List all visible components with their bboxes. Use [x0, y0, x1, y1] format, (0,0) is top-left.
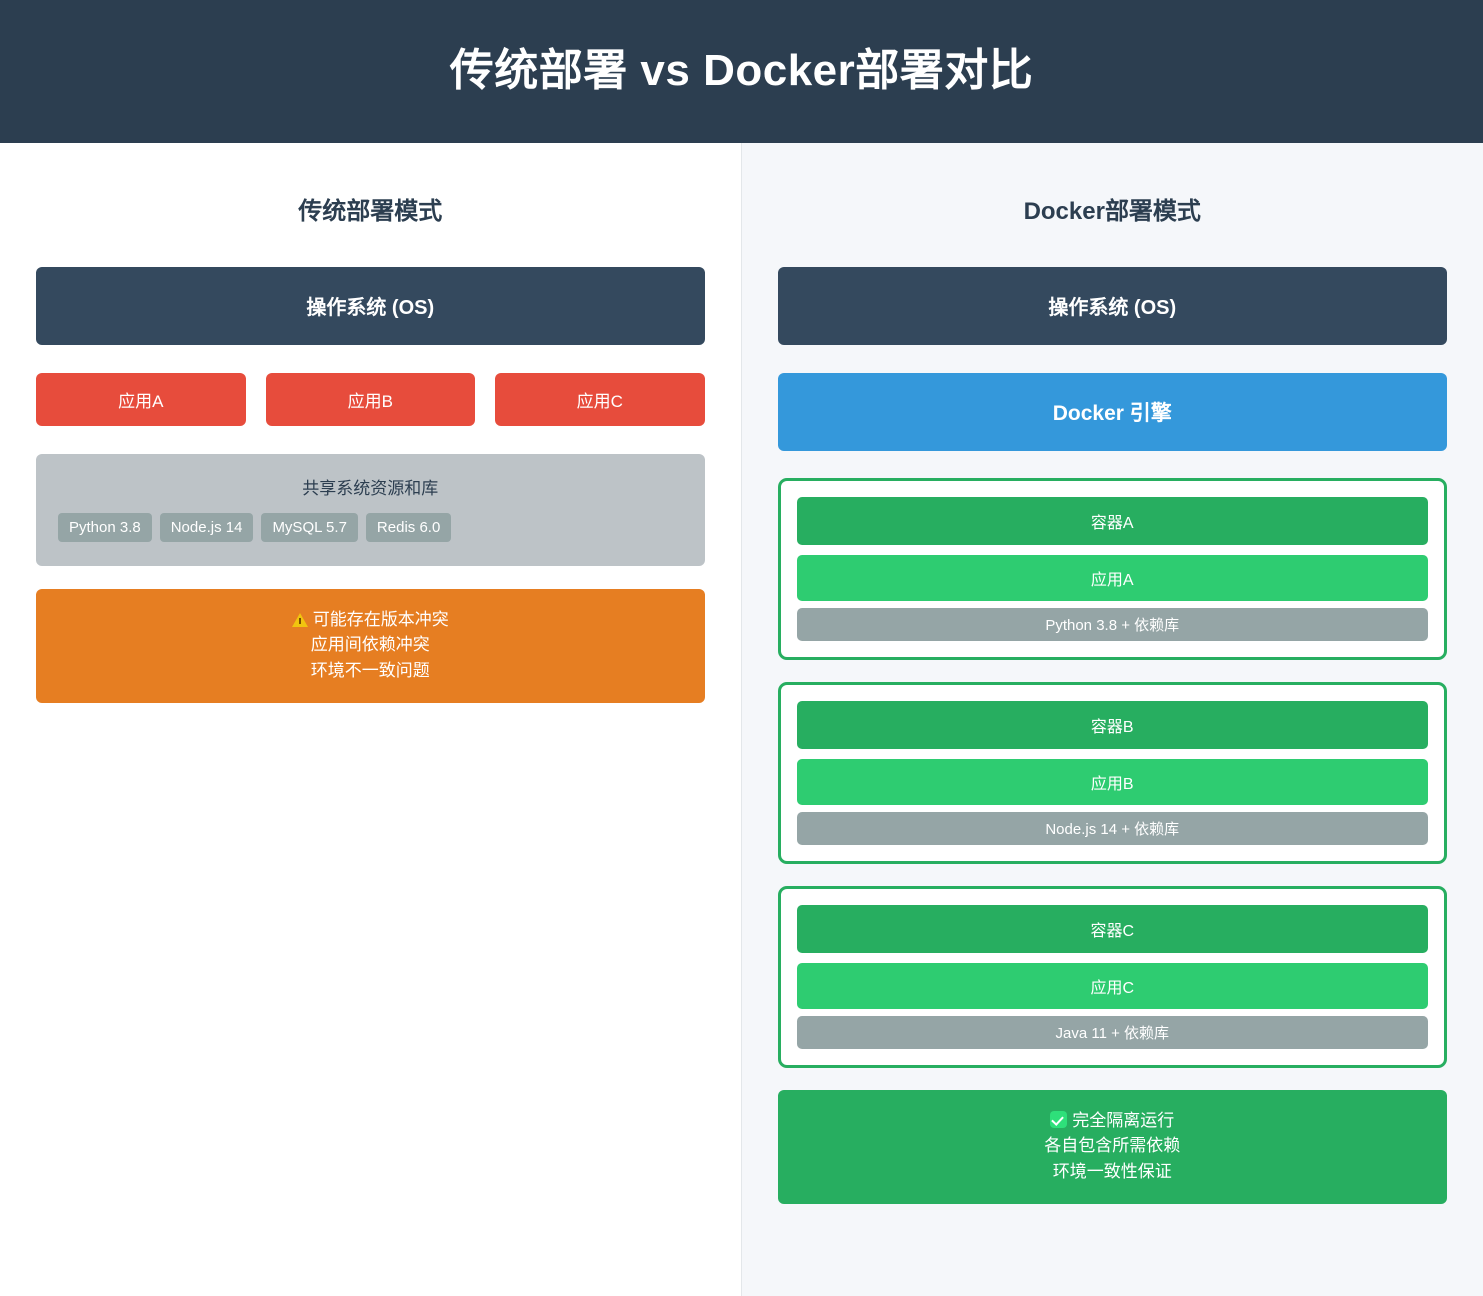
page-header: 传统部署 vs Docker部署对比 — [0, 0, 1483, 143]
benefit-line-1-row: 完全隔离运行 — [798, 1108, 1428, 1134]
warning-line-1-row: 可能存在版本冲突 — [56, 607, 685, 633]
warning-line-2: 应用间依赖冲突 — [310, 635, 430, 655]
warning-triangle-icon — [291, 612, 308, 627]
container-card-a: 容器A 应用A Python 3.8 + 依赖库 — [777, 477, 1447, 660]
warning-line-1: 可能存在版本冲突 — [312, 609, 449, 629]
check-badge-icon — [1050, 1110, 1068, 1128]
traditional-app-a: 应用A — [36, 372, 246, 426]
container-a-name: 容器A — [796, 496, 1428, 545]
container-a-deps: Python 3.8 + 依赖库 — [796, 607, 1428, 641]
benefit-line-2: 各自包含所需依赖 — [1044, 1136, 1181, 1156]
docker-os-box: 操作系统 (OS) — [777, 266, 1447, 345]
shared-resources-tag-row: Python 3.8 Node.js 14 MySQL 5.7 Redis 6.… — [58, 512, 683, 542]
traditional-os-box: 操作系统 (OS) — [36, 266, 705, 345]
comparison-columns: 传统部署模式 操作系统 (OS) 应用A 应用B 应用C 共享系统资源和库 Py… — [0, 143, 1483, 1296]
docker-panel-title: Docker部署模式 — [1023, 198, 1201, 225]
traditional-panel-title: 传统部署模式 — [298, 198, 443, 225]
page-title: 传统部署 vs Docker部署对比 — [449, 46, 1034, 96]
shared-resources-title: 共享系统资源和库 — [302, 478, 439, 498]
container-b-deps: Node.js 14 + 依赖库 — [796, 811, 1428, 845]
container-card-c: 容器C 应用C Java 11 + 依赖库 — [777, 885, 1447, 1068]
container-c-deps: Java 11 + 依赖库 — [796, 1015, 1428, 1049]
shared-tag-python: Python 3.8 — [58, 512, 152, 542]
shared-tag-nodejs: Node.js 14 — [159, 512, 254, 542]
shared-tag-redis: Redis 6.0 — [365, 512, 452, 542]
benefit-line-3: 环境一致性保证 — [1052, 1161, 1172, 1181]
docker-engine-box: Docker 引擎 — [777, 372, 1447, 451]
container-a-app: 应用A — [796, 554, 1428, 601]
container-b-app: 应用B — [796, 758, 1428, 805]
traditional-apps-row: 应用A 应用B 应用C — [36, 372, 705, 426]
container-c-app: 应用C — [796, 962, 1428, 1009]
container-b-name: 容器B — [796, 700, 1428, 749]
traditional-warning-box: 可能存在版本冲突 应用间依赖冲突 环境不一致问题 — [36, 588, 705, 704]
traditional-app-b: 应用B — [265, 372, 475, 426]
container-card-b: 容器B 应用B Node.js 14 + 依赖库 — [777, 681, 1447, 864]
traditional-panel: 传统部署模式 操作系统 (OS) 应用A 应用B 应用C 共享系统资源和库 Py… — [0, 143, 742, 1296]
container-c-name: 容器C — [796, 904, 1428, 953]
shared-resources-box: 共享系统资源和库 Python 3.8 Node.js 14 MySQL 5.7… — [36, 453, 705, 566]
docker-benefits-box: 完全隔离运行 各自包含所需依赖 环境一致性保证 — [777, 1089, 1447, 1205]
warning-line-3: 环境不一致问题 — [310, 660, 430, 680]
benefit-line-1: 完全隔离运行 — [1072, 1110, 1175, 1130]
shared-tag-mysql: MySQL 5.7 — [261, 512, 358, 542]
traditional-app-c: 应用C — [495, 372, 705, 426]
docker-panel: Docker部署模式 操作系统 (OS) Docker 引擎 容器A 应用A P… — [741, 143, 1483, 1296]
